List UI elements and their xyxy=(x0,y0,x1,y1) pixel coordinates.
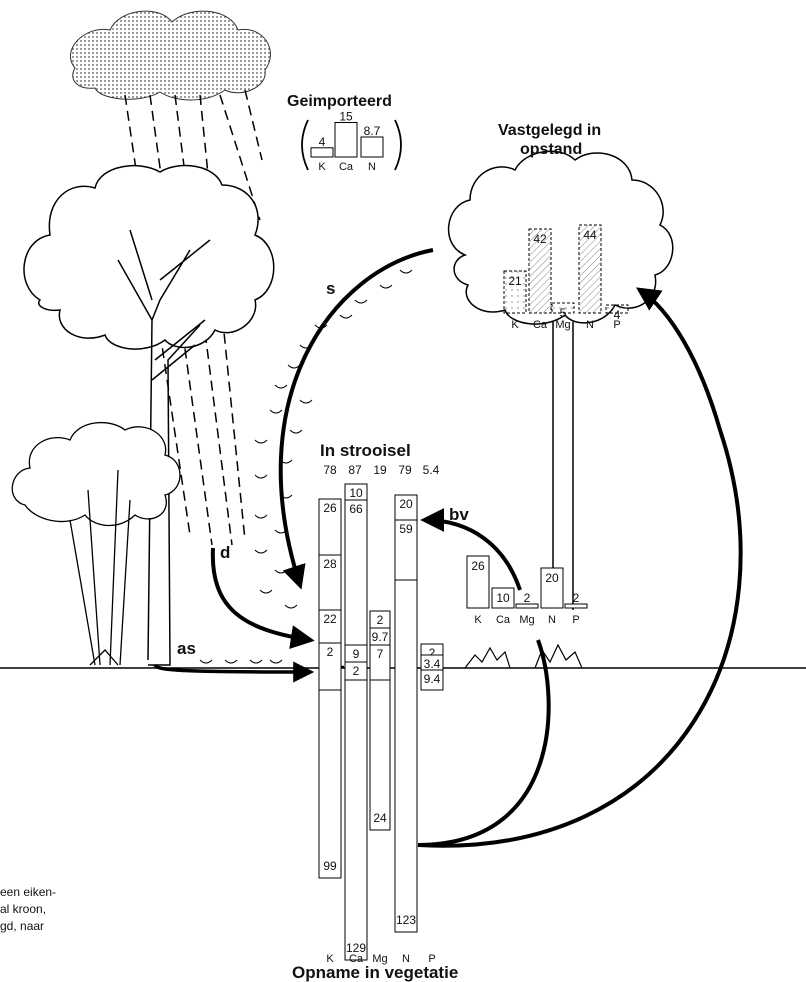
stand-label-P: P xyxy=(613,319,620,331)
column-Mg-value-2: 7 xyxy=(377,647,384,661)
caption-line-1: een eiken- xyxy=(0,885,56,899)
column-Ca-value-1: 66 xyxy=(349,502,363,516)
column-K-value-0: 26 xyxy=(323,501,337,515)
column-K-value-4: 99 xyxy=(323,859,337,873)
flow-d-label: d xyxy=(220,543,230,562)
big-tree xyxy=(24,166,274,665)
column-P-value-1: 3.4 xyxy=(424,657,441,671)
imported-label-N: N xyxy=(368,161,376,173)
imported-value-K: 4 xyxy=(319,135,326,149)
column-K-value-3: 2 xyxy=(327,645,334,659)
stand-value-K: 21 xyxy=(508,274,522,288)
litter-totals: 78 87 19 79 5.4 xyxy=(323,463,439,477)
imported-label-Ca: Ca xyxy=(339,161,354,173)
ground-value-K: 26 xyxy=(471,559,485,573)
column-Ca-segment-1 xyxy=(345,500,367,645)
ground-value-N: 20 xyxy=(545,571,559,585)
stand-title-1: Vastgelegd in xyxy=(498,122,601,139)
column-K-segment-4 xyxy=(319,690,341,878)
imported-bar-Ca xyxy=(335,123,357,158)
stand-label-K: K xyxy=(511,319,519,331)
ground-label-K: K xyxy=(474,614,482,626)
caption-line-3: gd, naar xyxy=(0,919,44,933)
column-N-value-1: 59 xyxy=(399,522,413,536)
caption-line-2: al kroon, xyxy=(0,902,46,916)
column-Mg-value-1: 9.7 xyxy=(372,630,389,644)
grass xyxy=(465,645,582,668)
flow-arrows xyxy=(155,250,741,846)
ground-value-Ca: 10 xyxy=(496,591,510,605)
stand-value-Ca: 42 xyxy=(533,232,547,246)
column-Mg-value-3: 24 xyxy=(373,811,387,825)
ground-value-Mg: 2 xyxy=(524,591,531,605)
stand-value-Mg: 5 xyxy=(560,306,567,320)
litter-total-P: 5.4 xyxy=(423,463,440,477)
litter-total-Ca: 87 xyxy=(348,463,362,477)
stand-value-N: 44 xyxy=(583,228,597,242)
flow-bv-label: bv xyxy=(449,505,469,524)
ground-label-Ca: Ca xyxy=(496,614,511,626)
ground-label-N: N xyxy=(548,614,556,626)
imported-label-K: K xyxy=(318,161,326,173)
flow-as-label: as xyxy=(177,639,196,658)
flow-s-label: s xyxy=(326,279,335,298)
imported-bar-K xyxy=(311,148,333,157)
column-K-value-2: 22 xyxy=(323,612,337,626)
litter-title: In strooisel xyxy=(320,441,411,460)
column-N-value-0: 20 xyxy=(399,497,413,511)
column-Mg-value-0: 2 xyxy=(377,613,384,627)
litter-total-Mg: 19 xyxy=(373,463,387,477)
stand-label-Ca: Ca xyxy=(533,319,548,331)
imported-value-N: 8.7 xyxy=(364,124,381,138)
column-P-value-2: 9.4 xyxy=(424,672,441,686)
rain-cloud xyxy=(70,11,270,100)
stand-title-2: opstand xyxy=(520,141,582,158)
litter-total-K: 78 xyxy=(323,463,337,477)
uptake-title: Opname in vegetatie xyxy=(292,963,458,982)
imported-value-Ca: 15 xyxy=(339,110,353,124)
stand-label-N: N xyxy=(586,319,594,331)
imported-bar-N xyxy=(361,137,383,157)
stand-tree xyxy=(449,151,673,610)
ground-label-P: P xyxy=(572,614,579,626)
imported-title: Geimporteerd xyxy=(287,93,392,110)
uptake-columns: 262822299K106692129Ca29.7724Mg2059123N23… xyxy=(319,484,443,965)
column-Ca-value-2: 9 xyxy=(353,647,360,661)
column-Ca-value-0: 10 xyxy=(349,486,363,500)
stand-label-Mg: Mg xyxy=(555,319,570,331)
column-Ca-segment-4 xyxy=(345,680,367,960)
column-Ca-value-3: 2 xyxy=(353,664,360,678)
column-Mg-segment-3 xyxy=(370,680,390,830)
uptake-arrow-right xyxy=(418,290,741,846)
litter-total-N: 79 xyxy=(398,463,412,477)
column-N-segment-2 xyxy=(395,580,417,932)
ground-value-P: 2 xyxy=(573,591,580,605)
column-N-value-2: 123 xyxy=(396,913,416,927)
column-K-value-1: 28 xyxy=(323,557,337,571)
small-tree xyxy=(12,423,180,665)
ground-label-Mg: Mg xyxy=(519,614,534,626)
